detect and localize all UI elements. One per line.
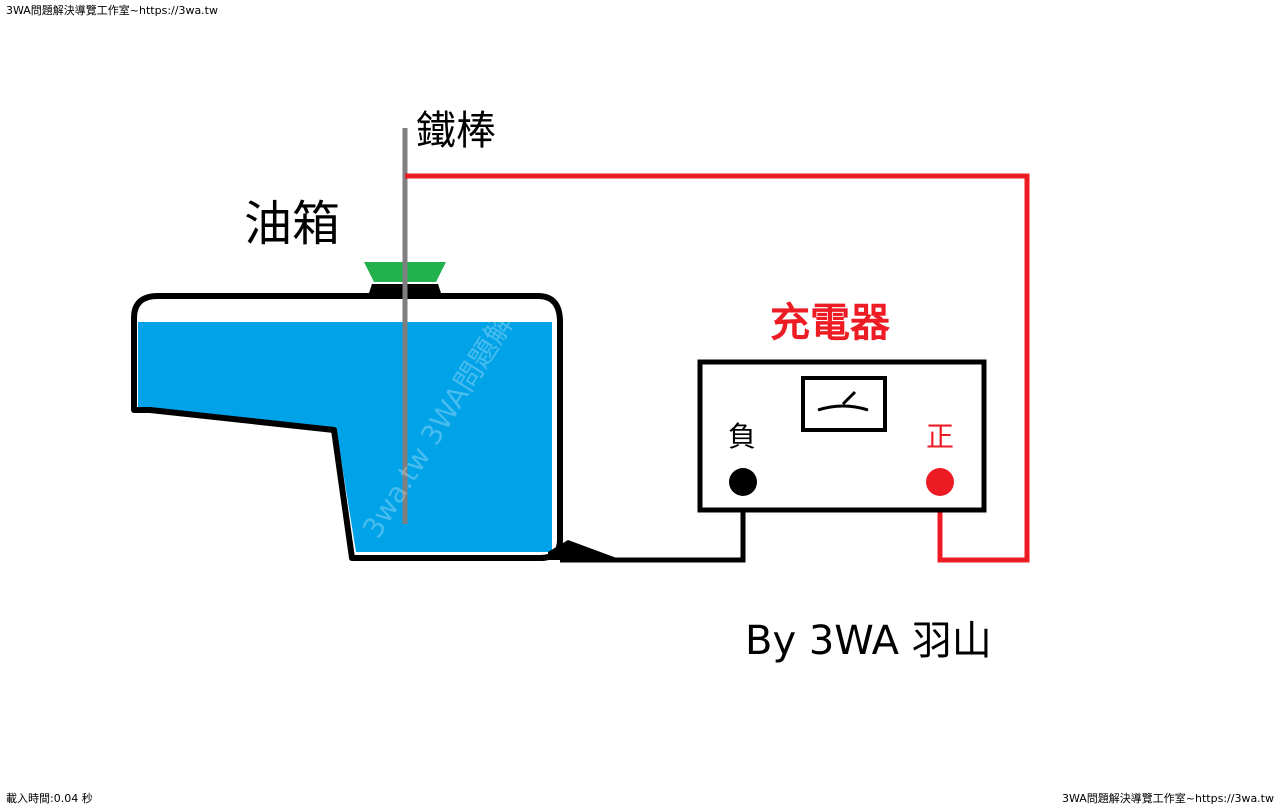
fuel-tank-label: 油箱 [244, 196, 340, 252]
load-time-footer: 載入時間:0.04 秒 [6, 792, 93, 805]
positive-wire [405, 173, 1030, 563]
negative-terminal [729, 468, 757, 496]
tank-liquid [138, 322, 552, 552]
positive-label: 正 [926, 420, 954, 453]
positive-terminal [926, 468, 954, 496]
fuel-tank-outline [131, 293, 563, 561]
credit-text: By 3WA 羽山 [745, 618, 992, 664]
negative-label: 負 [728, 420, 756, 453]
iron-rod-label: 鐵棒 [416, 108, 496, 154]
negative-wire-clamp [548, 540, 622, 560]
meter-needle [817, 390, 869, 412]
header-watermark: 3WA問題解決導覽工作室~https://3wa.tw [6, 4, 218, 17]
charger-label: 充電器 [770, 300, 891, 346]
footer-watermark: 3WA問題解決導覽工作室~https://3wa.tw [1062, 792, 1274, 805]
